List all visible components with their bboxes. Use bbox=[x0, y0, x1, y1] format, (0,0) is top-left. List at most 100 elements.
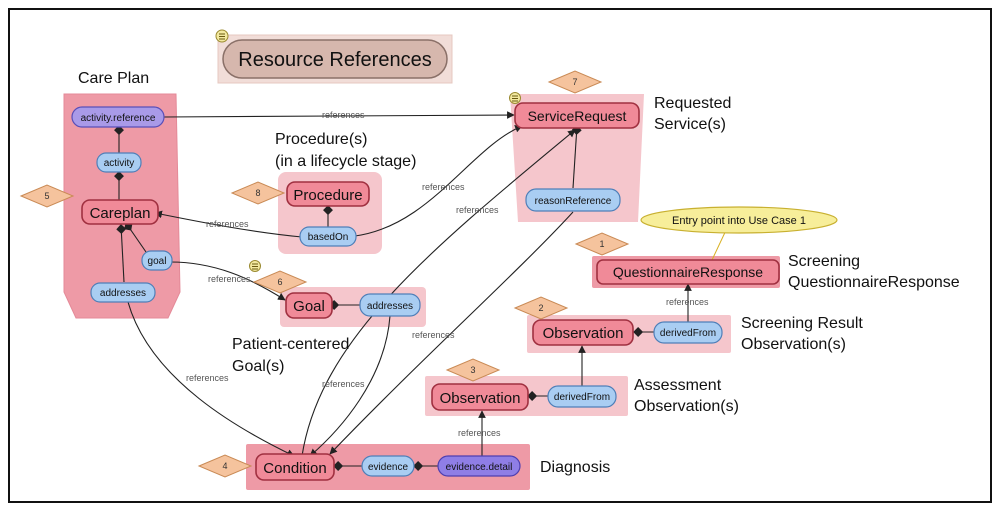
resource-careplan-label: Careplan bbox=[90, 205, 151, 222]
svg-text:1: 1 bbox=[599, 239, 604, 249]
edge-label: references bbox=[322, 110, 365, 120]
element-evidence-detail[interactable]: evidence.detail bbox=[437, 455, 521, 477]
edge-basedon-to-careplan bbox=[154, 210, 303, 238]
element-activity[interactable]: activity bbox=[96, 152, 142, 173]
element-based-on[interactable]: basedOn bbox=[299, 226, 357, 247]
diagram-title: Resource References bbox=[238, 49, 431, 71]
edge-labels: references references references referen… bbox=[186, 110, 709, 438]
resource-procedure[interactable]: Procedure bbox=[286, 181, 370, 207]
edge-goal-to-careplan bbox=[124, 222, 147, 253]
resource-goal-label: Goal bbox=[293, 298, 325, 315]
element-activity-label: activity bbox=[104, 158, 135, 169]
element-derived-from-assessment[interactable]: derivedFrom bbox=[547, 385, 617, 408]
svg-text:6: 6 bbox=[277, 277, 282, 287]
element-addresses-goal-label: addresses bbox=[367, 301, 413, 312]
resource-procedure-label: Procedure bbox=[293, 187, 362, 204]
label-requested: Requested bbox=[654, 95, 731, 112]
label-care-plan: Care Plan bbox=[78, 70, 149, 87]
resource-service-request-label: ServiceRequest bbox=[528, 108, 627, 124]
edge-label: references bbox=[322, 379, 365, 389]
edge-basedon-to-servicerequest bbox=[354, 125, 523, 237]
element-activity-reference-label: activity.reference bbox=[81, 113, 156, 124]
step-diamonds: 5 8 7 6 1 2 3 4 bbox=[19, 70, 630, 478]
edge-addresses-to-careplan bbox=[116, 224, 127, 283]
label-screening: Screening bbox=[788, 253, 860, 270]
element-goal[interactable]: goal bbox=[141, 250, 173, 271]
element-evidence-label: evidence bbox=[368, 462, 408, 473]
step-badge-3: 3 bbox=[445, 358, 501, 382]
edge-label: references bbox=[206, 219, 249, 229]
title-box bbox=[222, 39, 448, 79]
label-screening-questionnaire: QuestionnaireResponse bbox=[788, 274, 960, 291]
label-procedure-stage: (in a lifecycle stage) bbox=[275, 153, 416, 170]
svg-text:5: 5 bbox=[44, 191, 49, 201]
svg-text:3: 3 bbox=[470, 365, 475, 375]
label-requested-service: Service(s) bbox=[654, 116, 726, 133]
element-based-on-label: basedOn bbox=[308, 232, 349, 243]
step-badge-4: 4 bbox=[197, 454, 253, 478]
edge-label: references bbox=[456, 205, 499, 215]
element-derived-from-screening-label: derivedFrom bbox=[660, 328, 716, 339]
label-diagnosis: Diagnosis bbox=[540, 459, 610, 476]
step-badge-1: 1 bbox=[574, 232, 630, 256]
label-assessment-observations: Observation(s) bbox=[634, 398, 739, 415]
resource-observation-assessment[interactable]: Observation bbox=[431, 383, 529, 411]
resource-service-request[interactable]: ServiceRequest bbox=[514, 102, 640, 129]
svg-text:2: 2 bbox=[538, 303, 543, 313]
edge-goal-element-to-goal bbox=[169, 261, 286, 301]
edge-reasonreference-to-condition bbox=[329, 211, 574, 455]
step-badge-7: 7 bbox=[547, 70, 603, 94]
svg-text:7: 7 bbox=[572, 77, 577, 87]
edge-reasonreference-to-servicerequest bbox=[571, 125, 582, 189]
note-icon[interactable] bbox=[249, 260, 261, 272]
edge-label: references bbox=[412, 330, 455, 340]
label-patient-centered: Patient-centered bbox=[232, 336, 349, 353]
entry-point-callout: Entry point into Use Case 1 bbox=[640, 206, 838, 234]
element-addresses-careplan-label: addresses bbox=[100, 288, 146, 299]
element-reason-reference[interactable]: reasonReference bbox=[525, 188, 621, 212]
resource-questionnaire-response[interactable]: QuestionnaireResponse bbox=[596, 259, 780, 285]
entry-point-callout-text: Entry point into Use Case 1 bbox=[672, 215, 806, 227]
label-screening-result-observations: Observation(s) bbox=[741, 336, 846, 353]
edge-label: references bbox=[422, 182, 465, 192]
label-assessment: Assessment bbox=[634, 377, 722, 394]
element-evidence[interactable]: evidence bbox=[361, 455, 415, 477]
edge-activity-reference-to-servicerequest bbox=[163, 111, 515, 119]
resource-careplan[interactable]: Careplan bbox=[81, 199, 159, 225]
edge-careplan-addresses-to-condition bbox=[127, 301, 295, 457]
label-screening-result: Screening Result bbox=[741, 315, 863, 332]
edge-label: references bbox=[666, 297, 709, 307]
resource-condition-label: Condition bbox=[263, 460, 326, 477]
edge-label: references bbox=[458, 428, 501, 438]
element-addresses-careplan[interactable]: addresses bbox=[90, 282, 156, 303]
note-icon[interactable] bbox=[215, 29, 229, 43]
resource-questionnaire-response-label: QuestionnaireResponse bbox=[613, 264, 763, 280]
note-icon[interactable] bbox=[509, 92, 521, 104]
edge-label: references bbox=[186, 373, 229, 383]
step-badge-6: 6 bbox=[252, 270, 308, 294]
resource-observation-screening-label: Observation bbox=[543, 325, 624, 342]
svg-text:4: 4 bbox=[222, 461, 227, 471]
element-activity-reference[interactable]: activity.reference bbox=[71, 106, 165, 128]
element-addresses-goal[interactable]: addresses bbox=[359, 293, 421, 317]
element-derived-from-screening[interactable]: derivedFrom bbox=[653, 321, 723, 344]
svg-text:8: 8 bbox=[255, 188, 260, 198]
label-procedure: Procedure(s) bbox=[275, 131, 367, 148]
resource-observation-assessment-label: Observation bbox=[440, 390, 521, 407]
resource-observation-screening[interactable]: Observation bbox=[532, 319, 634, 346]
edge-label: references bbox=[208, 274, 251, 284]
element-goal-label: goal bbox=[148, 256, 167, 267]
group-labels: Care Plan Procedure(s) (in a lifecycle s… bbox=[78, 70, 960, 476]
element-derived-from-assessment-label: derivedFrom bbox=[554, 392, 610, 403]
resource-condition[interactable]: Condition bbox=[255, 453, 335, 481]
edge-goal-addresses-to-condition bbox=[309, 315, 391, 457]
label-patient-goals: Goal(s) bbox=[232, 358, 284, 375]
element-reason-reference-label: reasonReference bbox=[535, 196, 612, 207]
step-badge-5: 5 bbox=[19, 184, 75, 208]
resource-goal[interactable]: Goal bbox=[285, 292, 333, 319]
step-badge-2: 2 bbox=[513, 296, 569, 320]
edges bbox=[114, 111, 729, 471]
step-badge-8: 8 bbox=[230, 181, 286, 205]
element-evidence-detail-label: evidence.detail bbox=[446, 462, 513, 473]
